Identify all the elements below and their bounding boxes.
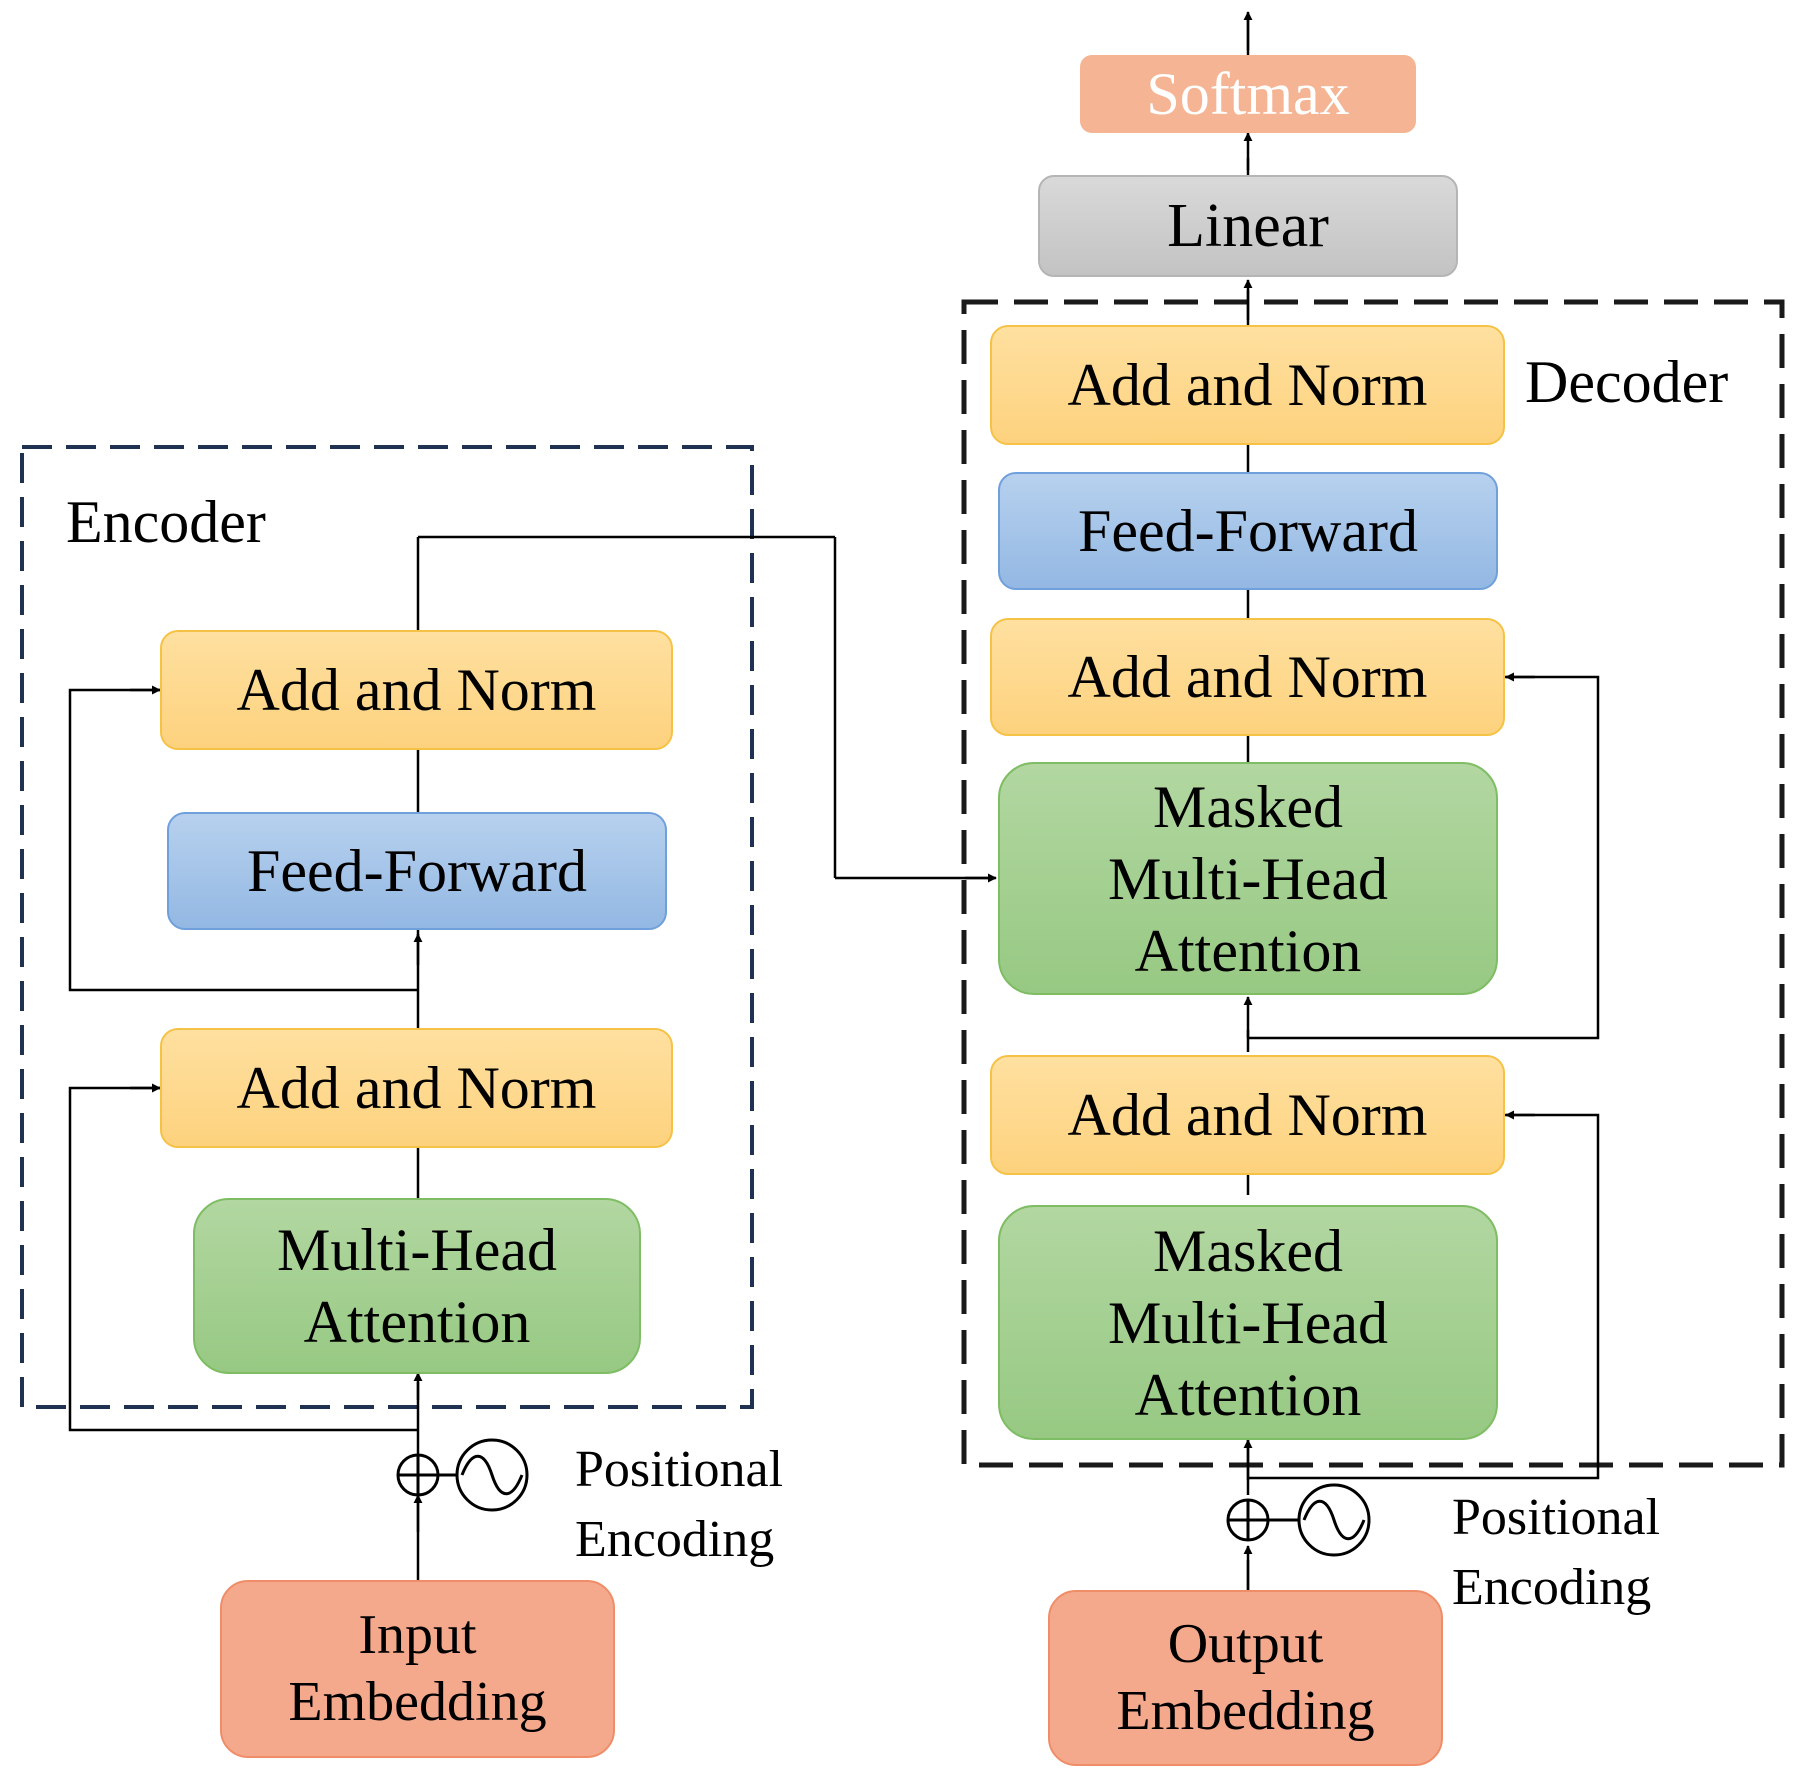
linear-block: Linear	[1038, 175, 1458, 277]
decoder-feed-forward-label: Feed-Forward	[1078, 497, 1418, 564]
decoder-add-norm-top: Add and Norm	[990, 325, 1505, 445]
encoder-pe-line-2: Encoding	[575, 1511, 775, 1569]
decoder-add-norm-bottom-label: Add and Norm	[1067, 1081, 1428, 1148]
decoder-add-norm-middle-label: Add and Norm	[1067, 643, 1428, 710]
encoder-add-norm-top: Add and Norm	[160, 630, 673, 750]
decoder-add-norm-top-label: Add and Norm	[1067, 351, 1428, 418]
decoder-sine-wave-icon	[1268, 1483, 1371, 1557]
decoder-masked-attention-upper: Masked Multi-Head Attention	[998, 762, 1498, 995]
decoder-title: Decoder	[1525, 349, 1729, 415]
encoder-sine-wave-icon	[438, 1438, 529, 1512]
encoder-title: Encoder	[66, 489, 266, 555]
decoder-add-norm-bottom: Add and Norm	[990, 1055, 1505, 1175]
decoder-pe-line-1: Positional	[1452, 1489, 1661, 1546]
decoder-upper-attention-line-3: Attention	[1134, 917, 1362, 984]
encoder-pe-line-1: Positional	[575, 1441, 784, 1498]
encoder-add-norm-top-label: Add and Norm	[236, 656, 597, 723]
encoder-feed-forward: Feed-Forward	[167, 812, 667, 930]
input-embedding: Input Embedding	[220, 1580, 615, 1758]
decoder-upper-attention-line-2: Multi-Head	[1108, 845, 1388, 912]
output-embedding-line-1: Output	[1167, 1612, 1324, 1675]
decoder-upper-attention-line-1: Masked	[1153, 773, 1343, 840]
encoder-feed-forward-label: Feed-Forward	[247, 837, 587, 904]
decoder-boundary	[961, 299, 1785, 1468]
decoder-masked-attention-lower: Masked Multi-Head Attention	[998, 1205, 1498, 1440]
encoder-positional-add-icon	[396, 1453, 440, 1497]
decoder-pe-line-2: Encoding	[1452, 1559, 1652, 1617]
decoder-positional-add-icon	[1226, 1498, 1270, 1542]
encoder-multi-head-attention: Multi-Head Attention	[193, 1198, 641, 1374]
linear-label: Linear	[1167, 191, 1329, 260]
softmax-label: Softmax	[1146, 60, 1350, 127]
encoder-attention-line-1: Multi-Head	[277, 1217, 557, 1283]
encoder-add-norm-bottom-label: Add and Norm	[236, 1054, 597, 1121]
encoder-boundary	[20, 445, 754, 1409]
output-embedding-line-2: Embedding	[1116, 1680, 1375, 1742]
decoder-feed-forward: Feed-Forward	[998, 472, 1498, 590]
encoder-add-norm-bottom: Add and Norm	[160, 1028, 673, 1148]
decoder-add-norm-middle: Add and Norm	[990, 618, 1505, 736]
input-embedding-line-1: Input	[358, 1603, 477, 1666]
softmax-block: Softmax	[1080, 55, 1416, 133]
input-embedding-line-2: Embedding	[288, 1671, 547, 1733]
decoder-positional-encoding-label: Positional Encoding	[1452, 1483, 1660, 1623]
encoder-positional-encoding-label: Positional Encoding	[575, 1435, 783, 1575]
decoder-lower-attention-line-3: Attention	[1134, 1361, 1362, 1428]
encoder-attention-line-2: Attention	[303, 1289, 531, 1355]
decoder-lower-attention-line-1: Masked	[1153, 1217, 1343, 1284]
decoder-lower-attention-line-2: Multi-Head	[1108, 1289, 1388, 1356]
output-embedding: Output Embedding	[1048, 1590, 1443, 1766]
